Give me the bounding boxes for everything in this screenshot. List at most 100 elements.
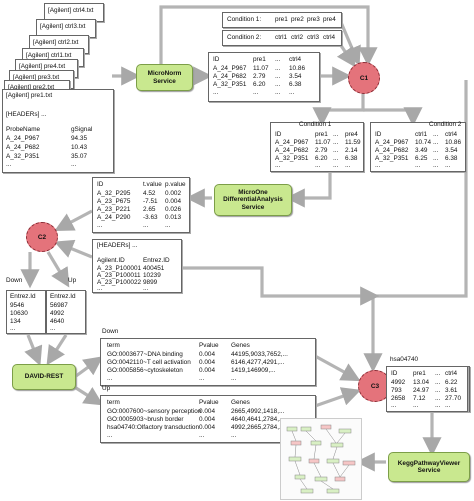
cell: ...	[435, 395, 441, 402]
david-rest-service[interactable]: DAVID-REST	[12, 364, 76, 390]
cell: 13.04	[413, 379, 429, 386]
cell: 11.07	[315, 139, 331, 146]
c2-node[interactable]: C2	[26, 222, 58, 252]
cell: 9899	[143, 279, 158, 286]
down-label: Down	[6, 277, 23, 284]
column-header: t.value	[143, 181, 162, 188]
cell: 793	[391, 387, 402, 394]
column-header: pre1	[413, 370, 426, 377]
column-header: ctrl4	[445, 131, 458, 138]
cell: ...	[433, 147, 439, 154]
cell: ...	[165, 222, 171, 229]
service-label: KeggPathwayViewer	[397, 459, 461, 467]
cell: ...	[275, 73, 281, 80]
cell: 6.38	[445, 155, 458, 162]
cell: 1419,146909,...	[231, 367, 276, 374]
cell: ...	[275, 162, 281, 169]
condition-item: pre4	[323, 16, 336, 23]
cell: ...	[97, 222, 103, 229]
cell: 24.97	[413, 387, 429, 394]
file-name: [Agilent] pre1.txt	[6, 92, 53, 99]
file-name: [Agilent] ctrl2.txt	[33, 39, 79, 46]
file-header: [HEADERs] ...	[6, 111, 47, 118]
cell: 6.20	[253, 81, 266, 88]
node-label: C2	[37, 233, 47, 241]
cell: ...	[275, 65, 281, 72]
cell: A_23_P100022	[97, 279, 142, 286]
cell: ...	[333, 147, 339, 154]
cell: 134	[10, 318, 21, 325]
cell: A_24_P967	[275, 139, 309, 146]
cell: -7.51	[143, 198, 158, 205]
cell: 3.54	[445, 147, 458, 154]
cell: 56987	[50, 302, 68, 309]
table-title: Condition 1	[299, 121, 332, 128]
cell: ...	[445, 162, 451, 169]
cell: 11.07	[253, 65, 269, 72]
file-name: [Agilent] pre2.txt	[8, 84, 55, 91]
enrichment-down-title: Down	[102, 328, 119, 335]
cell: 4992	[391, 379, 406, 386]
condition-item: ctrl1	[275, 34, 288, 41]
cell: hsa04740:Olfactory transduction	[107, 424, 200, 431]
cell: ...	[143, 285, 149, 292]
arrow-enrich-down-to-c3	[314, 354, 361, 382]
c1-node[interactable]: C1	[348, 62, 380, 94]
cell: ...	[375, 162, 381, 169]
cell: ...	[433, 162, 439, 169]
annotation-table: [HEADERs] ... Agilent.ID Entrez.ID A_23_…	[92, 239, 182, 293]
cell: A_24_P967	[375, 139, 409, 146]
arrow-c1-to-cond2	[363, 107, 423, 127]
cell: 4640	[50, 318, 65, 325]
service-label: MicroNorm	[147, 70, 182, 78]
kegg-expression-table: ID pre1 ... ctrl4 4992 13.04 ... 6.22 79…	[386, 366, 468, 412]
condition-item: ctrl4	[323, 34, 336, 41]
cell: 10.74	[415, 139, 431, 146]
cell: 6.38	[345, 155, 358, 162]
condition-2-table: Condition 2 ID ctrl1 ... ctrl4 A_24_P967…	[370, 121, 466, 172]
cell: ...	[445, 402, 451, 409]
up-id-list: Entrez.Id 56987 4992 4640 ...	[46, 290, 86, 334]
condition-2-box: Condition 2: ctrl1 ctrl2 ctrl3 ctrl4	[222, 30, 342, 46]
condition-item: pre1	[275, 16, 288, 23]
cell: 10.43	[71, 144, 87, 151]
file-header: [HEADERs] ...	[97, 242, 138, 249]
arrow-c1-to-cond1	[312, 92, 365, 127]
cell: 4640,4641,2784,...	[231, 416, 285, 423]
enrichment-up-title: Up	[102, 385, 111, 392]
arrow-down-to-david	[24, 334, 43, 366]
cell: GO:0003677~DNA binding	[107, 351, 183, 358]
arrow-enrich-up-to-c3	[314, 387, 362, 408]
condition-item: ctrl3	[307, 34, 320, 41]
cell: 94.35	[71, 135, 87, 142]
column-header: ProbeName	[6, 126, 41, 133]
cell: ...	[391, 402, 397, 409]
column-header: ctrl4	[445, 370, 458, 377]
cell: 3.54	[289, 73, 302, 80]
cell: ...	[345, 162, 351, 169]
column-header: ctrl4	[289, 56, 302, 63]
column-header: ctrl1	[415, 131, 428, 138]
pathway-map-graphic	[286, 424, 356, 494]
service-label: Service	[153, 77, 176, 85]
column-header: ...	[433, 131, 439, 138]
column-header: Entrez.ID	[143, 257, 170, 264]
cell: 9546	[10, 302, 25, 309]
column-header: Pvalue	[199, 342, 219, 349]
cell: ...	[10, 325, 16, 332]
cell: ...	[97, 285, 103, 292]
cell: ...	[315, 162, 321, 169]
arrow-annot-to-loop	[182, 266, 380, 306]
table-title: Condition 2	[429, 121, 462, 128]
cell: 4.52	[143, 190, 156, 197]
cell: 6146,4277,4291,...	[231, 359, 285, 366]
service-label: MicroOne	[238, 188, 268, 196]
column-header: Genes	[231, 342, 250, 349]
cell: ...	[71, 161, 77, 168]
cell: A_32_P351	[213, 81, 247, 88]
condition-1-box: Condition 1: pre1 pre2 pre3 pre4	[222, 12, 342, 28]
cell: A_24_P682	[213, 73, 247, 80]
